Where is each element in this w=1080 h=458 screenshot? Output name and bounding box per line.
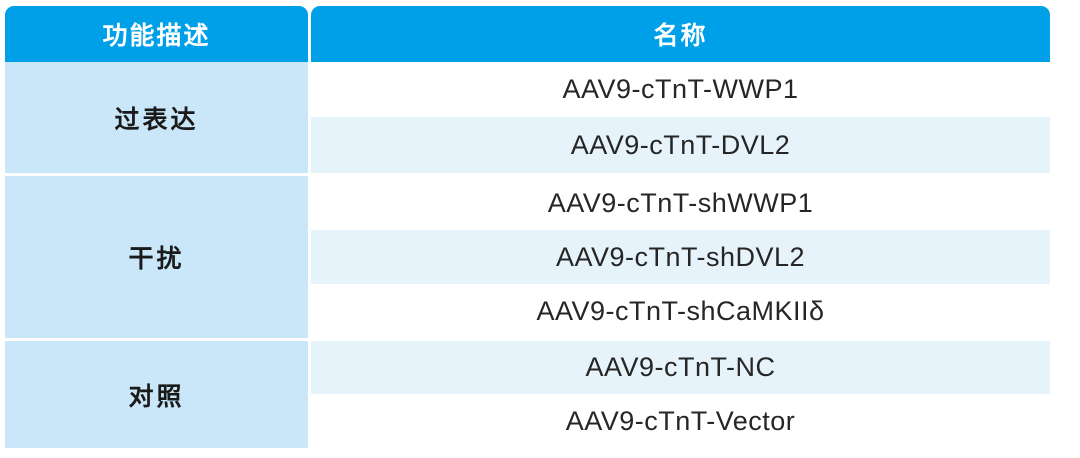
table-row: AAV9-cTnT-shDVL2 [311,230,1050,284]
column-header-function-description: 功能描述 [5,6,308,62]
table-header-row: 功能描述 名称 [0,6,1080,62]
table-row: AAV9-cTnT-WWP1 [311,62,1050,117]
group-column: 过表达 干扰 对照 [5,62,308,448]
table-row: AAV9-cTnT-shCaMKIIδ [311,284,1050,338]
group-cell-overexpression: 过表达 [5,62,308,173]
table-row: AAV9-cTnT-Vector [311,394,1050,448]
group-cell-knockdown: 干扰 [5,176,308,338]
table-row: AAV9-cTnT-shWWP1 [311,176,1050,230]
table-row: AAV9-cTnT-DVL2 [311,117,1050,173]
name-column: AAV9-cTnT-WWP1 AAV9-cTnT-DVL2 AAV9-cTnT-… [311,62,1050,448]
column-header-name: 名称 [311,6,1050,62]
table-body: 过表达 干扰 对照 AAV9-cTnT-WWP1 AAV9-cTnT-DVL2 … [0,62,1080,448]
group-cell-control: 对照 [5,341,308,448]
table-row: AAV9-cTnT-NC [311,341,1050,394]
table-bottom-edge [0,449,1080,458]
